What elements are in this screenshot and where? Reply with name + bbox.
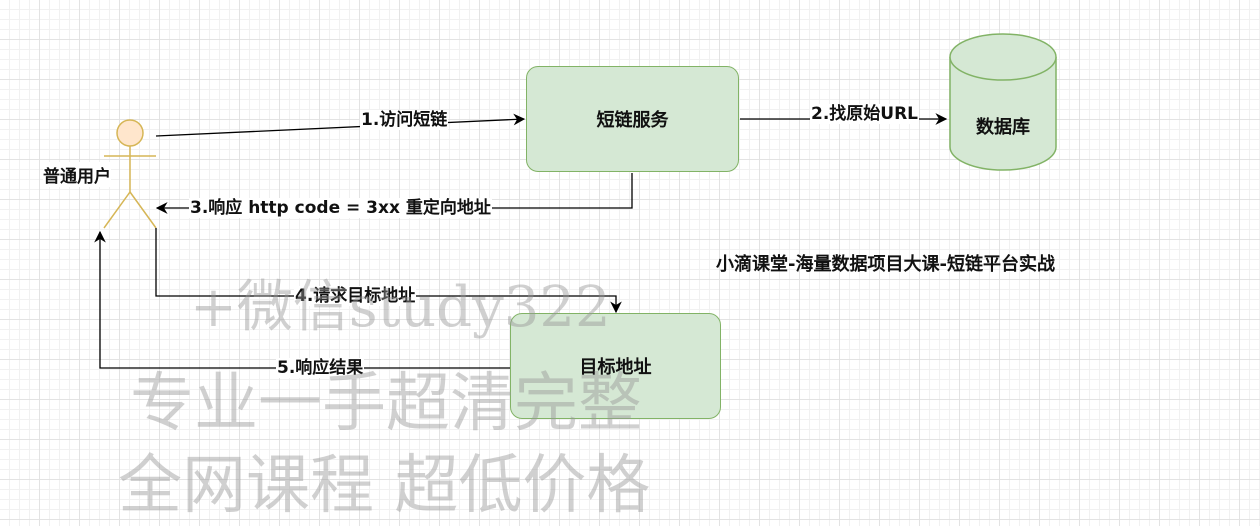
edge-label-find-original-url: 2.找原始URL	[810, 104, 920, 124]
short-link-service-label: 短链服务	[596, 110, 669, 131]
edge-label-request-target: 4.请求目标地址	[294, 286, 417, 306]
user-actor-icon	[103, 119, 157, 229]
short-link-service-node[interactable]: 短链服务	[526, 66, 739, 172]
target-address-label: 目标地址	[579, 357, 652, 378]
edge-respond-result	[94, 230, 510, 369]
edge-label-visit-short-link: 1.访问短链	[360, 110, 449, 130]
database-label: 数据库	[976, 117, 1030, 138]
diagram-canvas	[94, 33, 1057, 369]
database-cylinder-icon	[949, 33, 1057, 171]
course-subtitle: 小滴课堂-海量数据项目大课-短链平台实战	[716, 254, 1055, 275]
edge-visit-short-link	[155, 113, 526, 137]
edge-label-respond-redirect: 3.响应 http code = 3xx 重定向地址	[189, 198, 492, 218]
target-address-node[interactable]: 目标地址	[510, 313, 721, 419]
edge-label-respond-result: 5.响应结果	[276, 358, 365, 378]
user-actor-label: 普通用户	[43, 162, 111, 187]
